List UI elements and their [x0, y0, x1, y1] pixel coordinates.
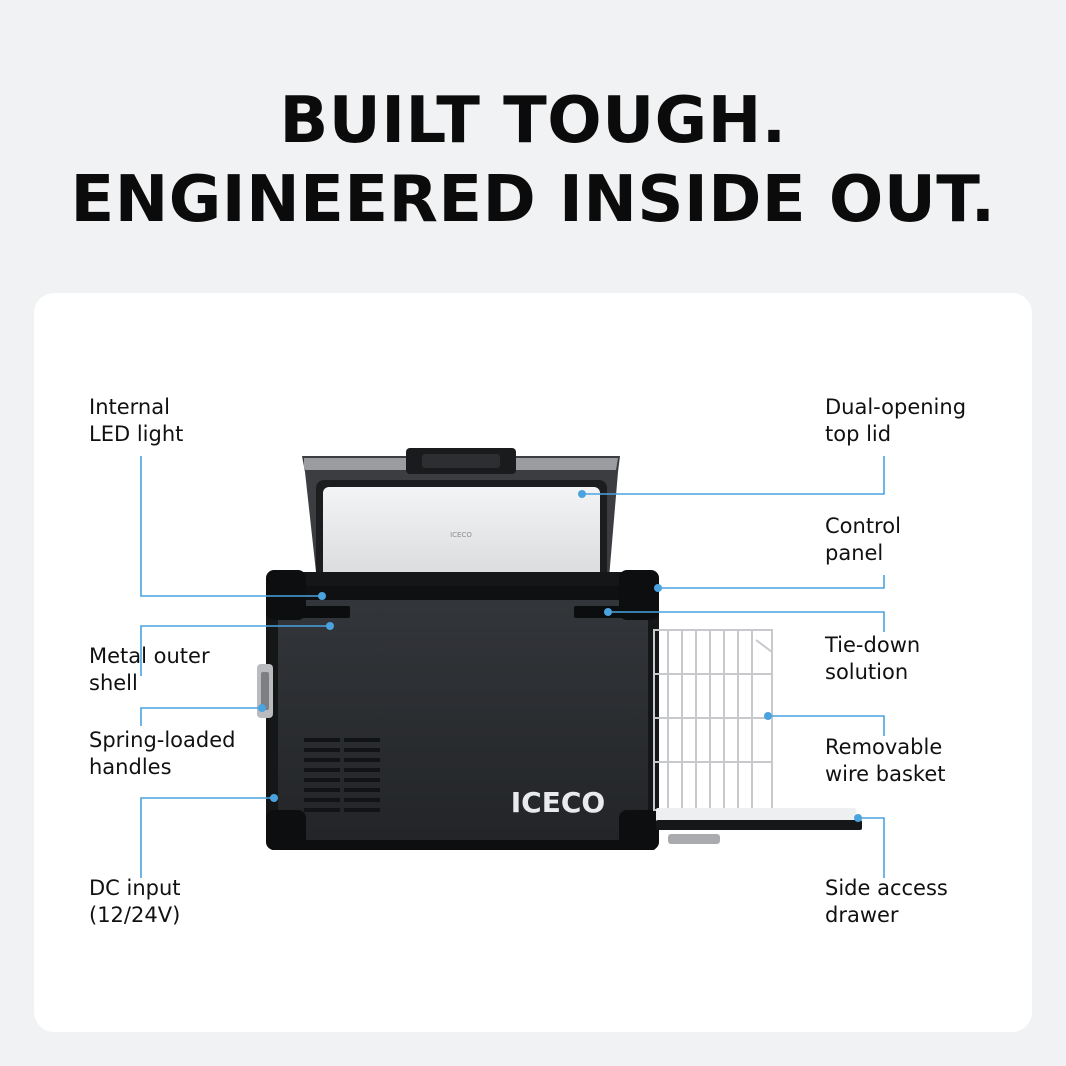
callout-metal-shell: Metal outer shell: [89, 644, 210, 695]
callout-wire-basket: Removable wire basket: [825, 735, 946, 786]
callout-tie-down: Tie-down solution: [825, 633, 921, 684]
fridge-body: ICECO: [257, 570, 659, 850]
top-lid: ICECO: [302, 448, 620, 590]
callout-control-panel: Control panel: [825, 514, 901, 565]
callout-side-drawer: Side access drawer: [825, 876, 948, 927]
headline-line-1: BUILT TOUGH.: [279, 84, 787, 158]
callout-internal-led: Internal LED light: [89, 395, 184, 446]
headline-line-2: ENGINEERED INSIDE OUT.: [70, 163, 996, 237]
callout-dc-input: DC input (12/24V): [89, 876, 181, 927]
side-drawer: [656, 808, 862, 844]
callout-spring-handles: Spring-loaded handles: [89, 728, 236, 779]
lid-badge: ICECO: [450, 531, 472, 539]
wire-basket: [653, 629, 773, 811]
callout-dual-lid: Dual-opening top lid: [825, 395, 967, 446]
iceco-logo: ICECO: [511, 786, 605, 819]
